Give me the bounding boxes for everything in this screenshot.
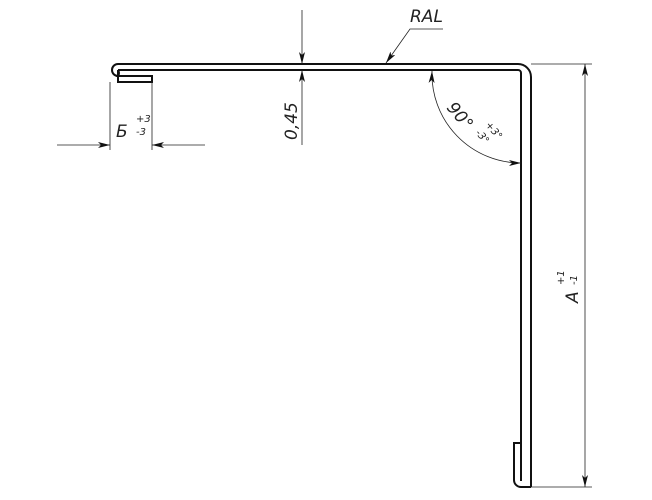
- thickness-dimension: 0,45: [282, 10, 305, 145]
- thickness-label: 0,45: [282, 102, 302, 140]
- height-label: A: [563, 291, 583, 304]
- hem-width-tol-plus: +3: [136, 114, 151, 125]
- height-tol-minus: -1: [569, 275, 580, 285]
- angle-dimension: 90° +3° -3°: [428, 70, 522, 166]
- angle-label: 90°: [442, 98, 477, 134]
- hem-width-dimension: Б +3 -3: [57, 82, 205, 150]
- height-dimension: A +1 -1: [531, 63, 592, 488]
- height-tol-plus: +1: [556, 270, 567, 285]
- coating-callout: RAL: [385, 7, 443, 64]
- hem-width-tol-minus: -3: [136, 127, 146, 138]
- hem-width-label: Б: [116, 122, 128, 142]
- sheet-profile: [111, 63, 532, 488]
- coating-label: RAL: [410, 7, 443, 27]
